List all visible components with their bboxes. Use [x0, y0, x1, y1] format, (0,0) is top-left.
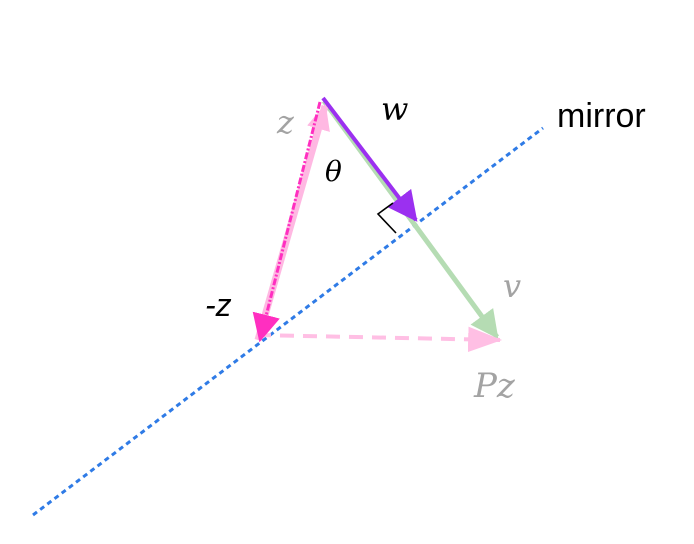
mirror-label: mirror	[557, 97, 646, 135]
neg-z-arrow	[252, 101, 322, 343]
mirror-line	[32, 126, 544, 517]
theta-label: θ	[325, 155, 342, 188]
w-label: w	[381, 90, 408, 128]
v-label: v	[503, 267, 521, 305]
pz-arrow	[256, 326, 503, 353]
neg-z-label: -z	[205, 287, 232, 323]
z-label: z	[276, 103, 295, 141]
right-angle-marker	[376, 202, 397, 234]
w-arrow	[321, 96, 418, 222]
pz-label: Pz	[473, 366, 516, 406]
